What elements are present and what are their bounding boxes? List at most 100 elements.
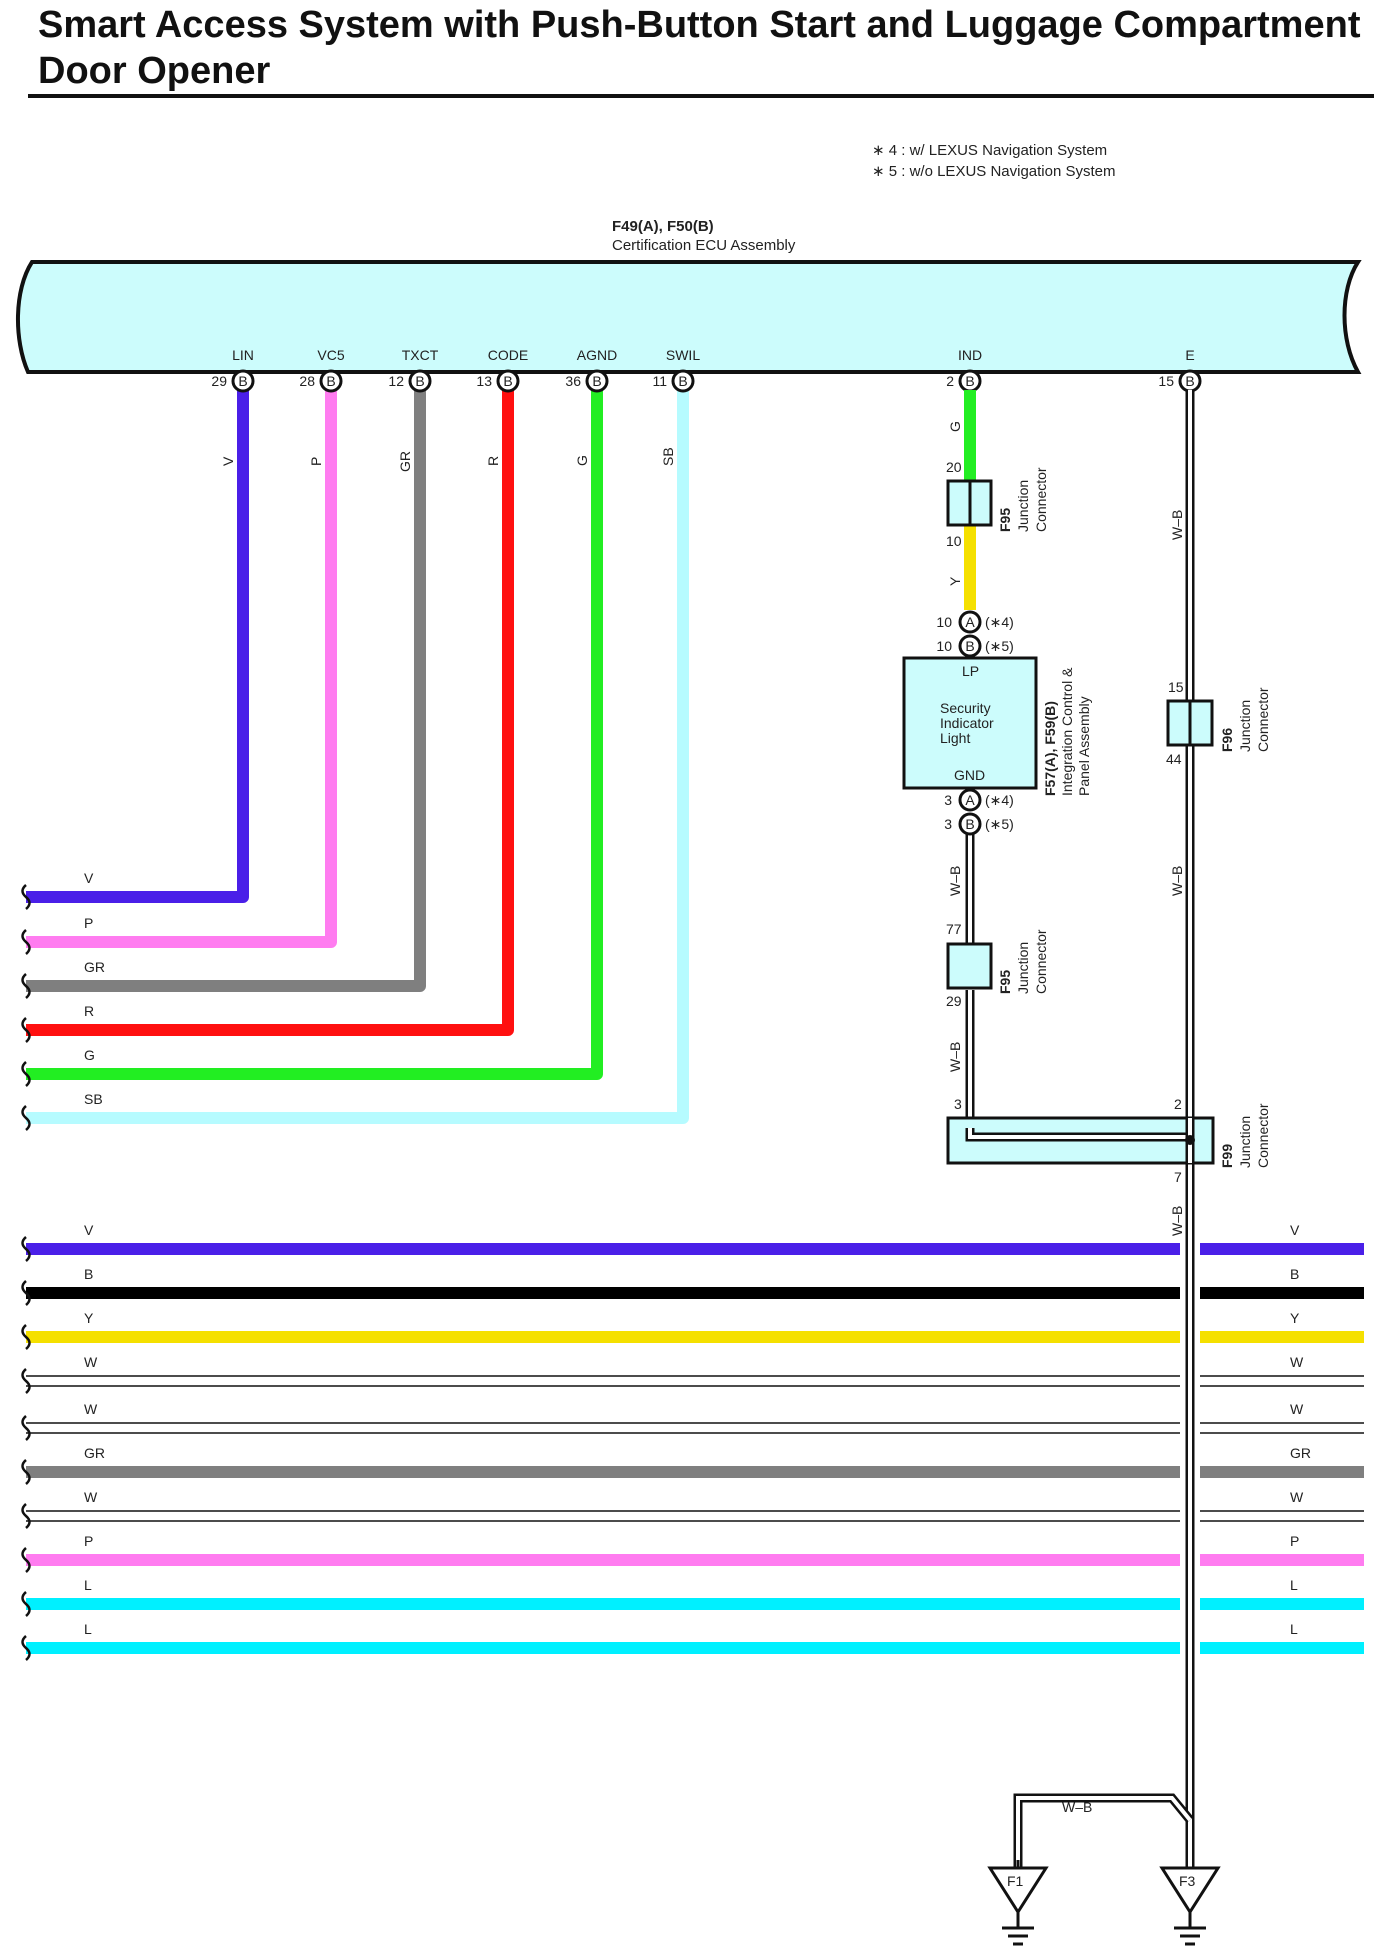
wire-label-ind-g: G — [947, 421, 963, 432]
ecu-pin-number-agnd: 36 — [565, 373, 581, 389]
light-pin-2: A — [958, 788, 982, 812]
lp-label: LP — [962, 663, 979, 679]
ecu-assembly-body — [15, 260, 1362, 374]
bus-lower-break-3 — [21, 1547, 31, 1573]
ecu-code: F49(A), F50(B) — [612, 218, 714, 235]
wire-txct — [26, 390, 426, 992]
f96-pin-in: 15 — [1168, 679, 1184, 695]
ground-f1: F1 — [987, 1860, 1049, 1946]
ecu-pin-number-lin: 29 — [211, 373, 227, 389]
svg-text:B: B — [965, 638, 974, 654]
ecu-pin-e: B — [1178, 369, 1202, 393]
bus-lower-label-left-0: W — [84, 1401, 98, 1417]
ecu-pin-number-e: 15 — [1158, 373, 1174, 389]
bus-upper-label-right-1: B — [1290, 1266, 1299, 1282]
ecu-pin-code: B — [496, 369, 520, 393]
wire-color-vertical-code: R — [485, 456, 501, 466]
break-mark-agnd — [21, 1061, 31, 1087]
f95-bottom-pin-in: 77 — [946, 921, 962, 937]
f99-name-2: Connector — [1255, 1103, 1271, 1168]
bus-lower-label-right-2: W — [1290, 1489, 1304, 1505]
light-pin-3: B — [958, 812, 982, 836]
bus-lower-label-right-5: L — [1290, 1621, 1298, 1637]
ecu-pin-label-vc5: VC5 — [317, 347, 344, 363]
wire-swil — [26, 390, 689, 1124]
light-name-2: Panel Assembly — [1076, 696, 1092, 796]
ecu-pin-txct: B — [408, 369, 432, 393]
light-pin-number-3: 3 — [944, 816, 952, 832]
svg-text:B: B — [592, 373, 601, 389]
ecu-pin-agnd: B — [585, 369, 609, 393]
wire-label-ground-wb: W–B — [1062, 1799, 1092, 1815]
ecu-pin-vc5: B — [319, 369, 343, 393]
light-text-1: Security — [940, 700, 991, 716]
junction-f95-bottom: 77 29 F95 Junction Connector — [946, 921, 1049, 1009]
wire-color-horizontal-vc5: P — [84, 915, 93, 931]
ecu-pin-label-code: CODE — [488, 347, 528, 363]
light-pin-number-2: 3 — [944, 792, 952, 808]
svg-text:B: B — [965, 816, 974, 832]
bus-upper-label-right-3: W — [1290, 1354, 1304, 1370]
wire-color-vertical-txct: GR — [397, 451, 413, 472]
svg-text:A: A — [965, 614, 975, 630]
light-pin-note-2: (∗4) — [985, 792, 1014, 808]
bus-upper-break-3 — [21, 1368, 31, 1394]
bus-upper-label-right-2: Y — [1290, 1310, 1300, 1326]
f99-name-1: Junction — [1237, 1116, 1253, 1168]
f96-name-1: Junction — [1237, 700, 1253, 752]
wire-label-e-wb1: W–B — [1169, 510, 1185, 540]
ecu-pin-lin: B — [231, 369, 255, 393]
wire-color-vertical-swil: SB — [660, 447, 676, 466]
ecu-pin-label-agnd: AGND — [577, 347, 617, 363]
svg-text:A: A — [965, 792, 975, 808]
bus-lower-break-0 — [21, 1415, 31, 1441]
title-underline — [28, 94, 1374, 98]
light-text-2: Indicator — [940, 715, 994, 731]
bus-upper-break-0 — [21, 1236, 31, 1262]
bus-lower-label-left-3: P — [84, 1533, 93, 1549]
bus-upper-label-left-0: V — [84, 1222, 94, 1238]
ground-f3-label: F3 — [1179, 1873, 1196, 1889]
light-pin-number-1: 10 — [936, 638, 952, 654]
f95-top-pin-in: 20 — [946, 459, 962, 475]
ecu-pin-number-code: 13 — [476, 373, 492, 389]
ecu-pin-label-ind: IND — [958, 347, 982, 363]
light-name-1: Integration Control & — [1059, 667, 1075, 796]
ecu-pin-number-swil: 11 — [652, 373, 667, 389]
ecu-pin-label-lin: LIN — [232, 347, 254, 363]
wire-color-horizontal-lin: V — [84, 870, 94, 886]
svg-text:B: B — [503, 373, 512, 389]
ecu-pin-swil: B — [671, 369, 695, 393]
f99-pin-a: 3 — [954, 1096, 962, 1112]
break-mark-lin — [21, 884, 31, 910]
ground-f1-label: F1 — [1007, 1873, 1024, 1889]
ecu-name: Certification ECU Assembly — [612, 237, 796, 254]
f95-top-name-1: Junction — [1015, 480, 1031, 532]
wire-color-horizontal-swil: SB — [84, 1091, 103, 1107]
light-pin-note-0: (∗4) — [985, 614, 1014, 630]
f95-top-code: F95 — [997, 508, 1013, 532]
light-text-3: Light — [940, 730, 970, 746]
wire-lin — [26, 390, 249, 903]
ecu-pin-number-vc5: 28 — [299, 373, 315, 389]
f95-bottom-name-1: Junction — [1015, 942, 1031, 994]
wire-label-e-wb2: W–B — [1169, 866, 1185, 896]
f95-top-pin-out: 10 — [946, 533, 962, 549]
bus-upper-label-left-3: W — [84, 1354, 98, 1370]
bus-lower-label-right-0: W — [1290, 1401, 1304, 1417]
f99-pin-out: 7 — [1174, 1169, 1182, 1185]
ecu-pin-label-e: E — [1185, 347, 1194, 363]
bus-lower-break-2 — [21, 1503, 31, 1529]
light-pin-1: B — [958, 634, 982, 658]
light-pin-number-0: 10 — [936, 614, 952, 630]
bus-upper-label-right-0: V — [1290, 1222, 1300, 1238]
junction-f95-top: 20 10 F95 Junction Connector — [946, 459, 1049, 549]
wire-agnd — [26, 390, 603, 1080]
svg-text:B: B — [1185, 373, 1194, 389]
break-mark-swil — [21, 1105, 31, 1131]
wire-vc5 — [26, 390, 337, 948]
svg-text:B: B — [238, 373, 247, 389]
